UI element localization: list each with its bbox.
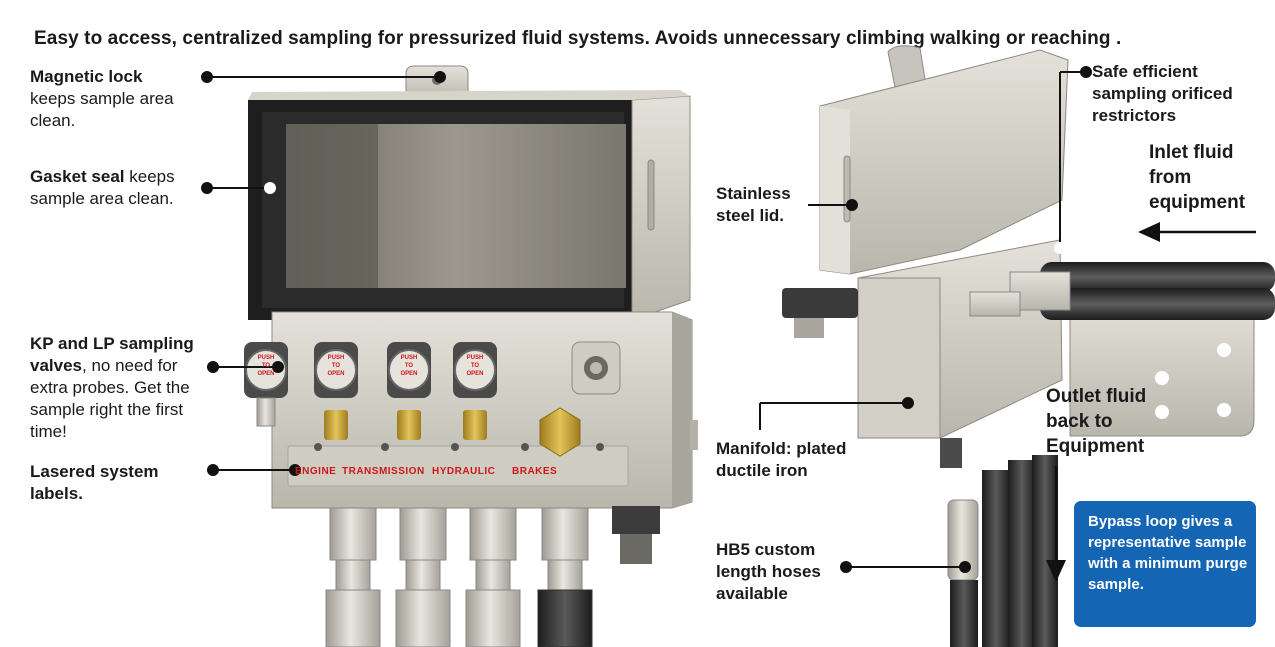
- system-label-hydraulic: HYDRAULIC: [432, 466, 496, 477]
- callout-hb5-hoses: HB5 custom length hoses available: [716, 540, 821, 603]
- system-label-brakes: BRAKES: [512, 466, 558, 477]
- bypass-loop-note: Bypass loop gives a representative sampl…: [1074, 501, 1256, 627]
- callout-gasket-seal-text: keeps sample area clean.: [30, 167, 175, 208]
- callout-outlet-fluid: Outlet fluid back to Equipment: [1046, 386, 1147, 457]
- callout-kp-lp-title: KP and LP sampling valves: [30, 334, 194, 375]
- callout-gasket-seal: Gasket seal keeps sample area clean.: [30, 166, 200, 210]
- callout-kp-lp-valves: KP and LP sampling valves, no need for e…: [30, 333, 216, 443]
- callout-magnetic-lock-text: keeps sample area clean.: [30, 89, 174, 130]
- callout-safe-efficient: Safe efficient sampling orificed restric…: [1092, 62, 1233, 125]
- callout-gasket-seal-title: Gasket seal: [30, 167, 125, 186]
- callout-manifold: Manifold: plated ductile iron: [716, 439, 847, 480]
- callout-magnetic-lock: Magnetic lock keeps sample area clean.: [30, 66, 205, 132]
- valve-cap-label: PUSH TO OPEN: [466, 355, 484, 377]
- valve-cap-label: PUSH TO OPEN: [327, 355, 345, 377]
- callout-kp-lp-text: , no need for extra probes. Get the samp…: [30, 356, 190, 441]
- valve-cap-label: PUSH TO OPEN: [400, 355, 418, 377]
- callout-lasered-labels: Lasered system labels.: [30, 462, 159, 503]
- valve-cap-label: PUSH TO OPEN: [257, 355, 275, 377]
- callout-inlet-fluid: Inlet fluid from equipment: [1149, 142, 1246, 213]
- callout-magnetic-lock-title: Magnetic lock: [30, 67, 143, 86]
- system-label-engine: ENGINE: [295, 466, 337, 477]
- callout-stainless-lid: Stainless steel lid.: [716, 184, 791, 225]
- headline: Easy to access, centralized sampling for…: [34, 28, 1122, 49]
- system-label-transmission: TRANSMISSION: [342, 466, 425, 477]
